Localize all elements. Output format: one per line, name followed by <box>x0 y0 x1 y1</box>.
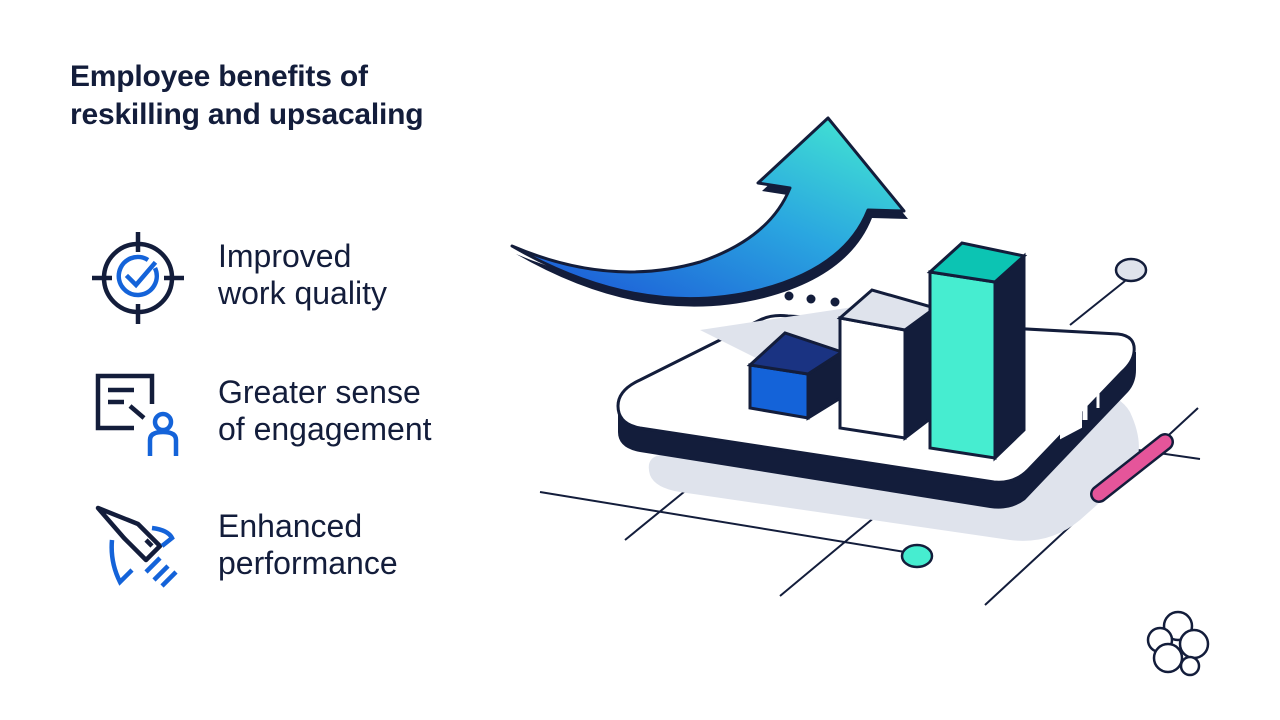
benefit-label: Enhanced performance <box>218 508 398 582</box>
benefit-item-work-quality: Improved work quality <box>90 230 510 326</box>
target-check-icon <box>92 232 184 324</box>
benefit-label-line-1: Improved <box>218 238 352 274</box>
benefit-label-line-1: Enhanced <box>218 508 363 544</box>
benefit-label: Improved work quality <box>218 238 387 312</box>
benefit-item-performance: Enhanced performance <box>90 500 510 596</box>
growth-bar-chart-arrow-icon <box>510 116 1201 606</box>
brand-logo-icon <box>1146 610 1210 677</box>
benefit-item-engagement: Greater sense of engagement <box>90 366 510 462</box>
benefit-label-line-2: performance <box>218 545 398 581</box>
presentation-person-icon <box>95 373 179 456</box>
benefit-label-line-2: work quality <box>218 275 387 311</box>
benefit-label-line-2: of engagement <box>218 411 432 447</box>
rocket-icon <box>95 505 178 588</box>
benefit-label: Greater sense of engagement <box>218 374 432 448</box>
benefit-label-line-1: Greater sense <box>218 374 421 410</box>
title-line-2: reskilling and upsacaling <box>70 98 424 131</box>
title-line-1: Employee benefits of <box>70 60 368 93</box>
page-title: Employee benefits of reskilling and upsa… <box>70 58 424 134</box>
